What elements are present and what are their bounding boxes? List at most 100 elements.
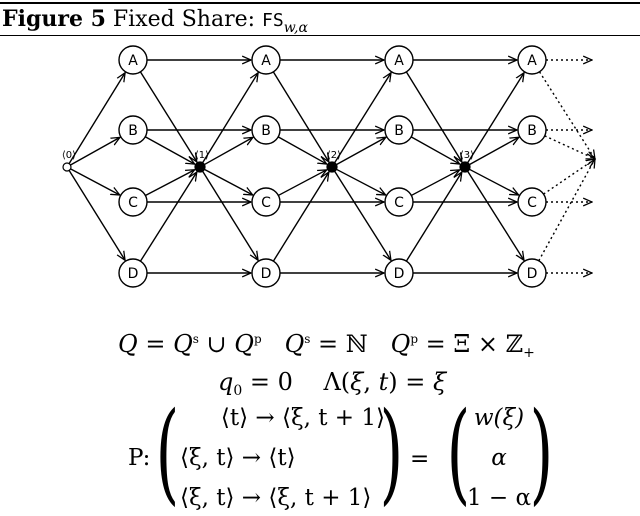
expert-node-d: D	[517, 258, 547, 288]
hub-to-expert-edge	[68, 170, 125, 260]
node-circle	[384, 258, 414, 288]
node-label: A	[261, 53, 271, 69]
symbol-Q: Q	[234, 330, 254, 358]
node-label: A	[394, 53, 404, 69]
equals-zero: = 0	[242, 368, 293, 396]
formula-initial-and-map: q0 = 0 Λ(ξ, t) = ξ	[218, 368, 446, 405]
expert-node-c: C	[384, 187, 414, 217]
probability-row-3: 1 − α	[462, 483, 536, 513]
probability-text: 1 − α	[466, 485, 532, 511]
diagram-edges	[68, 60, 595, 273]
node-label: C	[128, 195, 138, 211]
node-label: C	[394, 195, 404, 211]
node-circle	[118, 115, 148, 145]
node-circle	[517, 187, 547, 217]
expert-node-a: A	[251, 45, 281, 75]
expert-node-b: B	[251, 115, 281, 145]
union-sign: ∪	[198, 330, 235, 358]
superscript-s: s	[304, 332, 311, 346]
expert-to-hub-edge	[139, 172, 196, 262]
superscript-p: p	[410, 332, 418, 346]
continuation-edge	[538, 159, 595, 262]
probability-text: α	[491, 445, 507, 471]
node-label: D	[128, 266, 139, 282]
subscript-plus: +	[523, 345, 535, 361]
expert-to-hub-edge	[145, 170, 194, 197]
left-paren-close: )	[379, 388, 404, 516]
node-circle	[251, 45, 281, 75]
transition-row-3: ⟨ξ, t⟩ → ⟨ξ, t + 1⟩	[180, 483, 371, 513]
hub-to-expert-edge	[469, 137, 518, 166]
node-label: A	[128, 53, 138, 69]
figure-caption: Figure 5 Fixed Share: FSw,α	[2, 5, 308, 42]
algorithm-name: FS	[262, 10, 284, 31]
symbol-xi: ξ	[433, 368, 447, 396]
expert-node-a: A	[384, 45, 414, 75]
expert-to-hub-edge	[277, 136, 327, 164]
hub-to-expert-edge	[202, 73, 259, 164]
right-paren-open: (	[446, 388, 471, 516]
hub-to-expert-edge	[70, 168, 120, 195]
symbol-xi: ξ	[350, 368, 364, 396]
symbol-Q: Q	[118, 330, 138, 358]
expert-to-hub-edge	[272, 71, 329, 162]
caption-rule	[0, 35, 640, 36]
expert-node-c: C	[118, 187, 148, 217]
transition-text: ⟨ξ, t⟩ → ⟨ξ, t + 1⟩	[180, 485, 372, 511]
spacer	[368, 330, 391, 358]
lambda-open: Λ(	[323, 368, 351, 396]
node-label: A	[527, 53, 537, 69]
expert-node-d: D	[118, 258, 148, 288]
symbol-q: q	[218, 368, 234, 396]
hub-to-expert-edge	[70, 137, 119, 166]
expert-node-a: A	[517, 45, 547, 75]
probability-row-2: α	[462, 443, 536, 473]
probability-row-1: w(ξ)	[462, 403, 536, 433]
right-paren-close: )	[529, 388, 554, 516]
hub-node	[326, 161, 338, 173]
continuation-edge	[544, 135, 595, 159]
transition-row-1: ⟨t⟩ → ⟨ξ, t + 1⟩	[180, 403, 385, 433]
node-label: B	[261, 123, 271, 139]
node-circle	[251, 258, 281, 288]
node-circle	[118, 187, 148, 217]
hub-to-expert-edge	[202, 170, 258, 260]
expert-node-c: C	[251, 187, 281, 217]
hub-to-expert-edge	[334, 170, 391, 260]
hub-node	[459, 161, 471, 173]
hub-to-expert-edge	[467, 170, 524, 260]
symbol-Q: Q	[390, 330, 411, 358]
node-label: B	[394, 123, 404, 139]
expert-node-d: D	[384, 258, 414, 288]
expert-to-hub-edge	[411, 170, 459, 197]
comma: ,	[363, 368, 379, 396]
expert-node-b: B	[384, 115, 414, 145]
transition-row-2: ⟨ξ, t⟩ → ⟨t⟩	[180, 443, 296, 473]
expert-to-hub-edge	[272, 172, 328, 262]
node-label: D	[261, 266, 272, 282]
subscript-zero: 0	[233, 383, 243, 399]
hub-label: ⟨1⟩	[195, 150, 209, 161]
node-circle	[517, 45, 547, 75]
superscript-p: p	[253, 332, 262, 346]
expert-node-b: B	[118, 115, 148, 145]
symbol-Q: Q	[284, 330, 305, 358]
continuation-edge	[543, 159, 595, 195]
equals-naturals: = ℕ	[310, 330, 368, 358]
node-circle	[118, 45, 148, 75]
expert-node-a: A	[118, 45, 148, 75]
node-label: D	[394, 266, 405, 282]
node-label: B	[527, 123, 537, 139]
spacer	[293, 368, 324, 396]
node-label: D	[527, 266, 538, 282]
probability-text: w(ξ)	[473, 405, 525, 431]
node-circle	[384, 187, 414, 217]
hub-label: ⟨3⟩	[460, 150, 474, 161]
node-circle	[384, 45, 414, 75]
continuation-edge	[538, 71, 595, 159]
matrix-prefix: P:	[128, 445, 151, 471]
hub-label: ⟨0⟩	[62, 150, 76, 161]
hub-to-expert-edge	[467, 73, 524, 164]
